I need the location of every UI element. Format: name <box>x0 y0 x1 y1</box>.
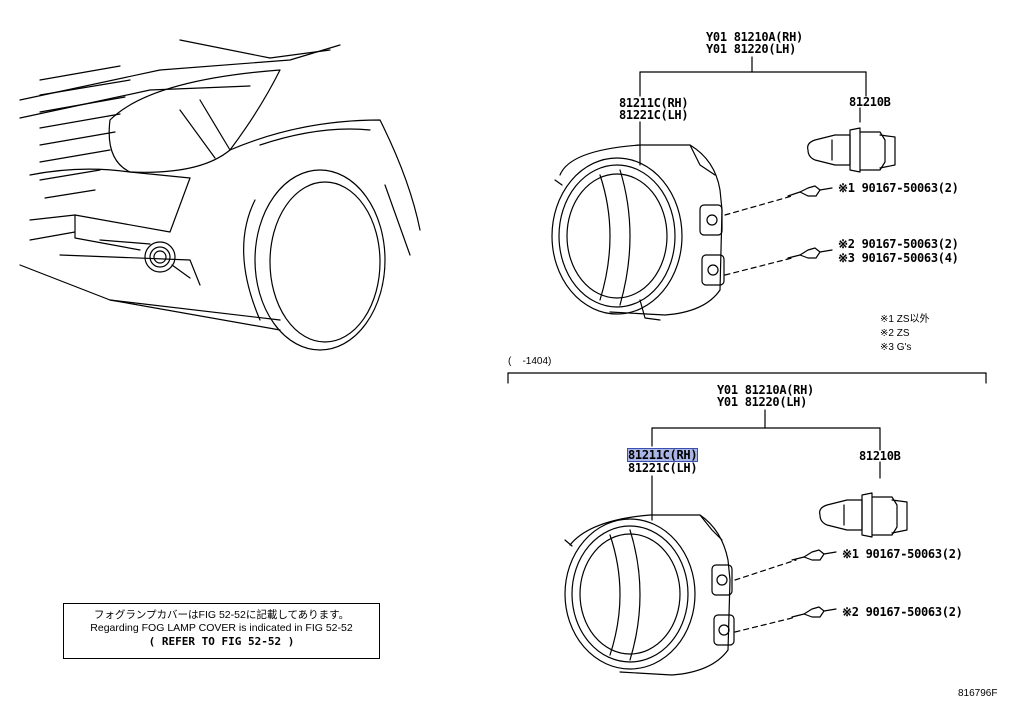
reference-note-box: フォグランプカバーはFIG 52-52に記載してあります。 Regarding … <box>63 603 380 659</box>
bottom-assembly-rh-label[interactable]: Y01 81210A(RH) <box>717 383 814 397</box>
note-reference-link[interactable]: ( REFER TO FIG 52-52 ) <box>148 635 295 648</box>
legend-note-1: ※1 ZS以外 <box>880 314 930 325</box>
top-assembly-lh-label[interactable]: Y01 81220(LH) <box>706 42 797 56</box>
top-assembly-rh-label[interactable]: Y01 81210A(RH) <box>706 30 803 44</box>
top-lamp-unit-lh-label[interactable]: 81221C(LH) <box>619 108 689 122</box>
bottom-bulb <box>819 492 908 538</box>
top-bulb <box>807 127 896 173</box>
top-fog-lamp-unit <box>551 144 725 321</box>
legend-note-3: ※3 G's <box>880 342 912 353</box>
bottom-bulb-label[interactable]: 81210B <box>859 449 901 463</box>
car-front-illustration <box>19 39 421 351</box>
top-screw-1-label[interactable]: ※1 90167-50063(2) <box>838 181 959 195</box>
bottom-screws <box>791 549 837 618</box>
bottom-screw-1-label[interactable]: ※1 90167-50063(2) <box>842 547 963 561</box>
top-screw-3-label[interactable]: ※3 90167-50063(4) <box>838 251 959 265</box>
top-screws <box>787 185 833 259</box>
legend-note-2: ※2 ZS <box>880 328 910 339</box>
bottom-range-label: ( -1404) <box>508 356 552 367</box>
bottom-group-leaders <box>507 372 987 521</box>
bottom-assembly-lh-label[interactable]: Y01 81220(LH) <box>717 395 808 409</box>
bottom-fog-lamp-unit <box>564 514 735 676</box>
top-screw-2-label[interactable]: ※2 90167-50063(2) <box>838 237 959 251</box>
bottom-screw-2-label[interactable]: ※2 90167-50063(2) <box>842 605 963 619</box>
figure-id: 816796F <box>958 688 998 699</box>
top-group-leaders <box>639 56 867 166</box>
top-lamp-unit-rh-label[interactable]: 81211C(RH) <box>619 96 689 110</box>
note-english: Regarding FOG LAMP COVER is indicated in… <box>90 622 353 634</box>
bottom-lamp-unit-lh-label[interactable]: 81221C(LH) <box>628 461 698 475</box>
top-bulb-label[interactable]: 81210B <box>849 95 891 109</box>
bottom-lamp-unit-rh-label[interactable]: 81211C(RH) <box>626 448 699 462</box>
note-japanese: フォグランプカバーはFIG 52-52に記載してあります。 <box>93 609 350 621</box>
